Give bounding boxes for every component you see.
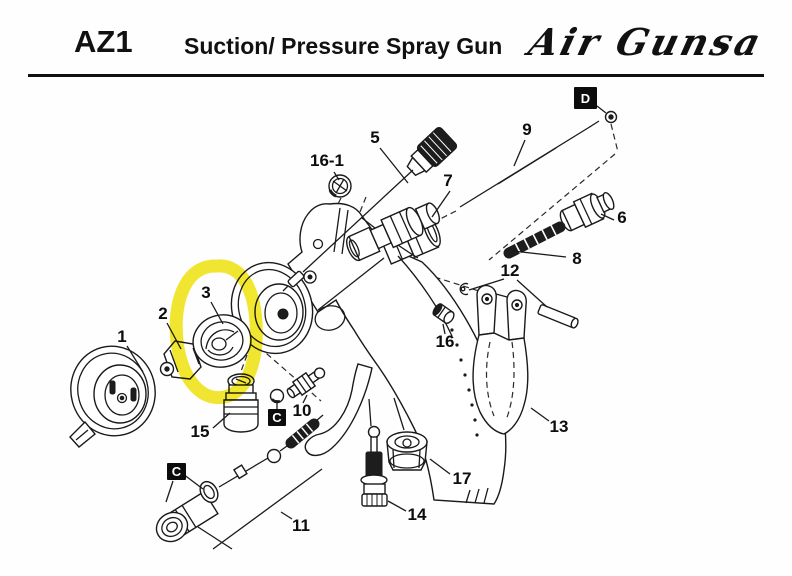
e-ring [459, 282, 469, 296]
part-9-needle [459, 120, 600, 208]
part-8-spring [503, 221, 566, 259]
part-17-valve-nut [386, 431, 428, 471]
badge-c-2: C [167, 463, 186, 480]
part-label-16-1: 16-1 [309, 151, 345, 170]
part-11-air-valve [155, 414, 324, 543]
model-number: AZ1 [74, 24, 133, 59]
part-16-1-cap [328, 174, 352, 198]
part-6-air-nozzle [559, 191, 615, 232]
part-label-17: 17 [452, 469, 472, 488]
part-label-12: 12 [500, 261, 520, 280]
part-label-5: 5 [370, 128, 380, 147]
part-label-10: 10 [292, 401, 312, 420]
part-12-trigger-pin [537, 304, 579, 329]
page-title: Suction/ Pressure Spray Gun [184, 33, 503, 59]
part-label-11: 11 [292, 516, 310, 535]
part-label-1: 1 [117, 327, 127, 346]
part-13-trigger [472, 284, 529, 435]
part-5-needle-set [282, 127, 458, 292]
part-14-valve-stem [360, 425, 388, 507]
part-label-3: 3 [201, 283, 211, 302]
part-label-7: 7 [443, 171, 453, 190]
highlight-oval [169, 259, 263, 405]
part-7-nozzle-assembly [346, 202, 440, 262]
part-label-16: 16 [435, 332, 455, 351]
part-label-13: 13 [549, 417, 569, 436]
part-3-baffle-ring [192, 314, 252, 368]
gun-body [230, 202, 507, 505]
part-1-air-cap [69, 345, 156, 448]
handle-texture [450, 328, 479, 437]
part-label-9: 9 [522, 120, 532, 139]
part-label-2: 2 [158, 304, 168, 323]
part-label-14: 14 [407, 505, 427, 524]
leader-lines [126, 105, 615, 550]
part-16-screw [432, 303, 455, 324]
badge-c-1: C [268, 409, 286, 426]
part-label-8: 8 [572, 249, 582, 268]
part-label-15: 15 [190, 422, 210, 441]
d-ring-washer [604, 110, 618, 124]
header-rule [28, 74, 764, 77]
badge-d: D [574, 87, 597, 109]
part-label-6: 6 [617, 208, 627, 227]
part-10-fitting [269, 367, 326, 404]
